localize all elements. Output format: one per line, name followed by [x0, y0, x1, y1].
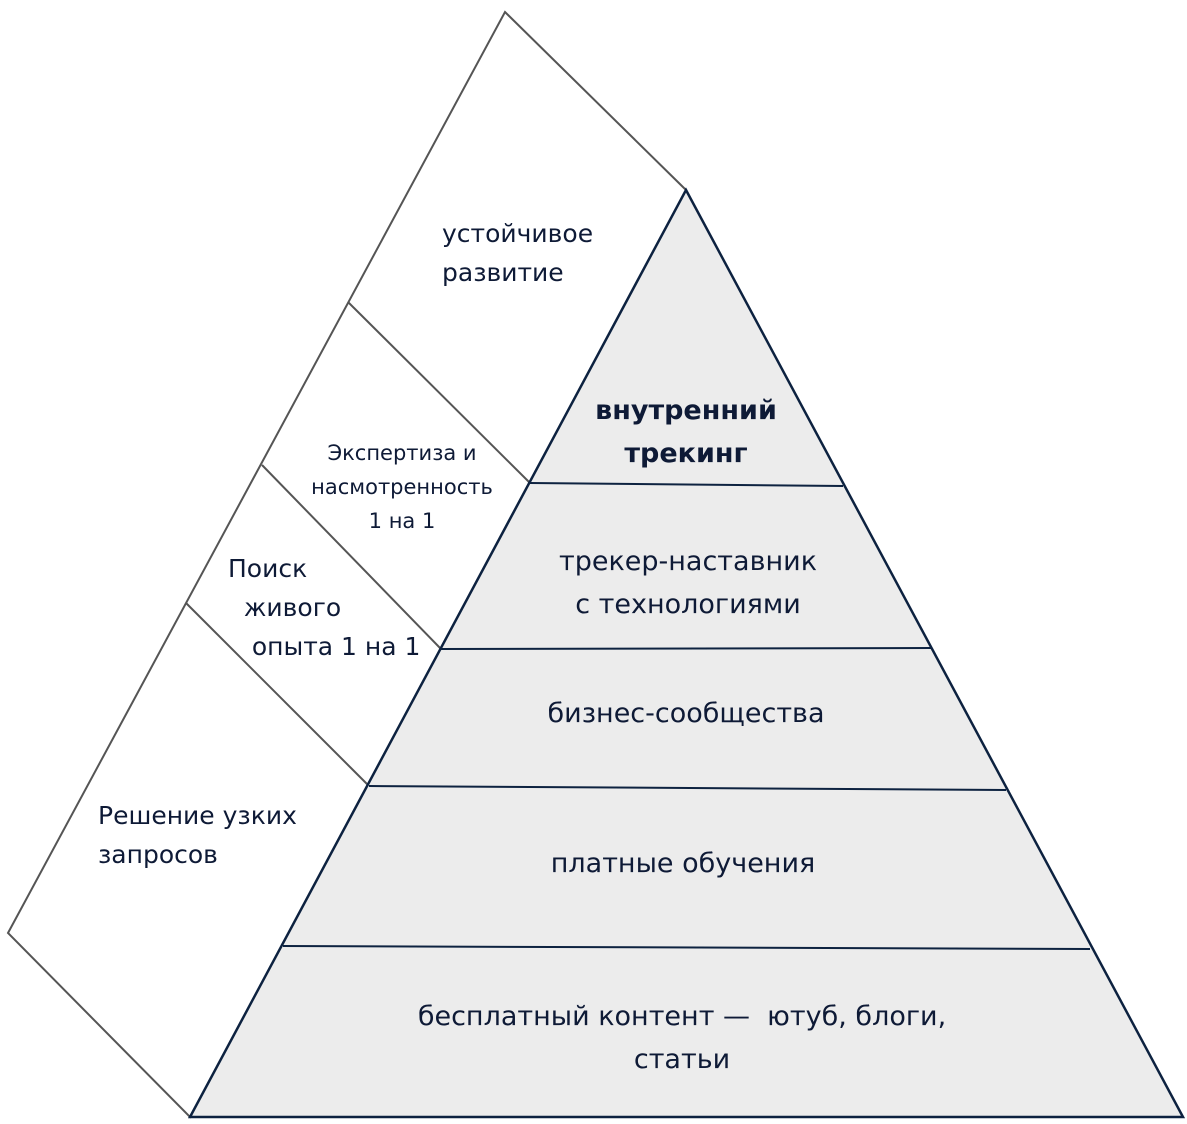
- side-label-expertise: Экспертиза и насмотренность 1 на 1: [311, 441, 493, 533]
- level-paid-courses: платные обучения: [550, 848, 816, 879]
- level-divider: [529, 482, 844, 487]
- level-free-content: бесплатный контент — ютуб, блоги, статьи: [417, 1001, 947, 1075]
- level-business-communities: бизнес-сообщества: [547, 698, 825, 729]
- side-divider: [261, 464, 442, 650]
- side-label-live-experience: Поиск живого опыта 1 на 1: [228, 554, 421, 661]
- side-divider: [185, 602, 370, 787]
- level-divider: [282, 945, 1091, 950]
- level-tracker-mentor: трекер-наставник с технологиями: [558, 546, 818, 620]
- side-label-sustainable-growth: устойчивое развитие: [442, 219, 594, 287]
- pyramid-front: [187, 187, 1186, 1119]
- level-internal-tracking: внутренний трекинг: [595, 395, 777, 469]
- level-divider: [368, 785, 1007, 791]
- side-label-narrow-requests: Решение узких запросов: [98, 801, 297, 869]
- level-divider: [440, 647, 932, 650]
- side-divider: [347, 301, 531, 484]
